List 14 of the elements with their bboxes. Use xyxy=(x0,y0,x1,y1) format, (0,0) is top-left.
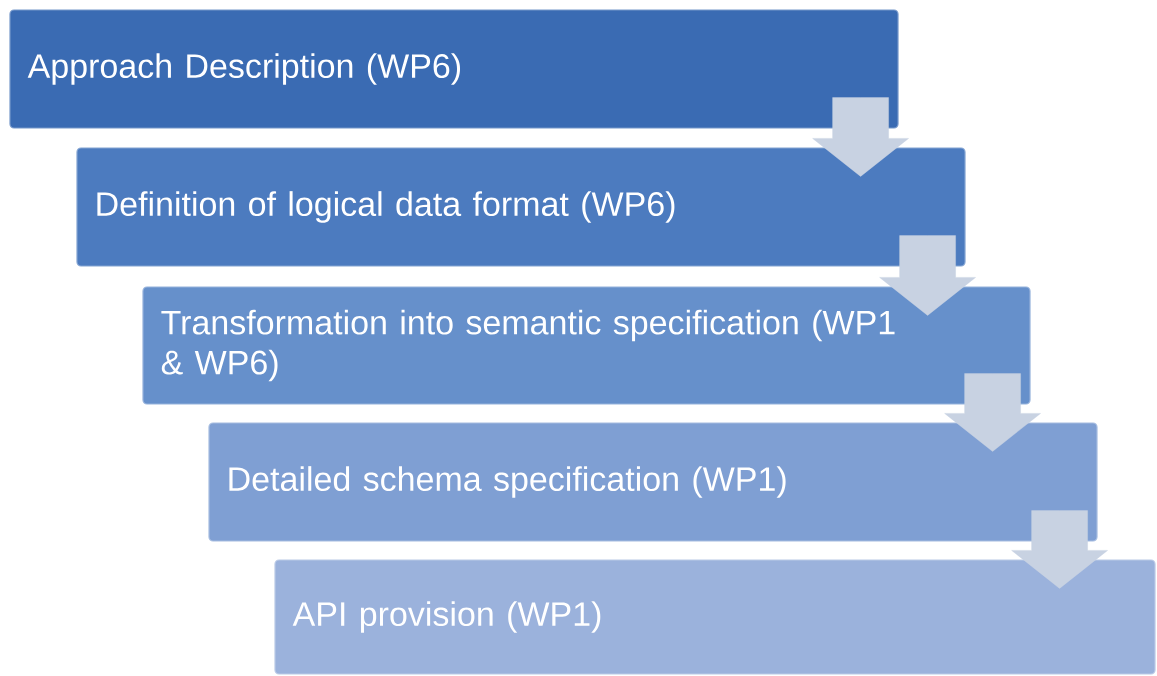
box-text: Transformation into semantic specification (WP1 & WP6) xyxy=(161,309,895,382)
arrow xyxy=(1011,510,1108,589)
process-box xyxy=(76,147,966,267)
box-text: Detailed schema specification (WP1) xyxy=(229,466,786,498)
process-box xyxy=(9,9,899,129)
arrow xyxy=(944,373,1041,452)
arrow xyxy=(879,235,976,316)
process-box xyxy=(274,559,1156,675)
box-text: Definition of logical data format (WP6) xyxy=(97,191,675,223)
box-text: Approach Description (WP6) xyxy=(27,53,460,85)
box-text: API provision (WP1) xyxy=(292,601,601,633)
process-box xyxy=(208,422,1098,542)
arrow xyxy=(812,97,909,177)
process-box xyxy=(142,286,1031,405)
